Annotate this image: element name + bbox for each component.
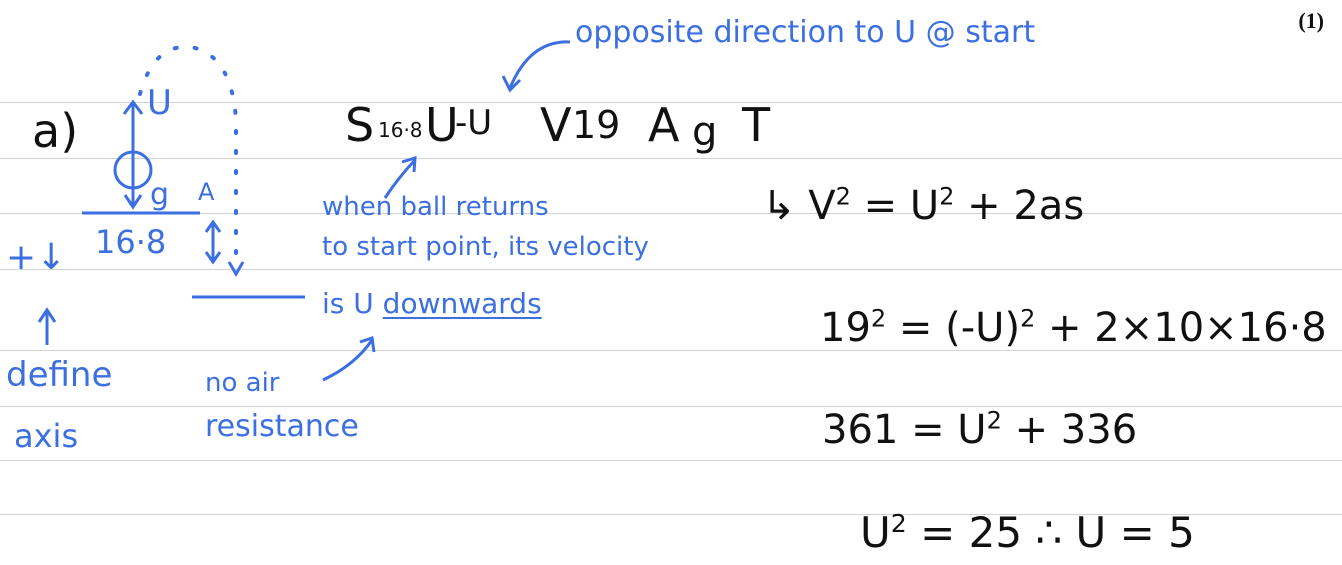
define-axis-line1: define bbox=[6, 355, 113, 395]
eq1-sq2: 2 bbox=[939, 182, 955, 211]
part-label: a) bbox=[32, 104, 79, 158]
ruled-line bbox=[0, 269, 1342, 270]
ruled-line bbox=[0, 460, 1342, 461]
ruled-line bbox=[0, 102, 1342, 103]
eq3-sq: 2 bbox=[986, 406, 1002, 435]
eq2-19: 19 bbox=[820, 305, 871, 351]
ruled-line bbox=[0, 158, 1342, 159]
var-v-value: 19 bbox=[572, 103, 621, 147]
eq3-left: 361 = U bbox=[822, 407, 987, 453]
ruled-line bbox=[0, 406, 1342, 407]
ruled-line bbox=[0, 213, 1342, 214]
var-u: U bbox=[425, 98, 459, 152]
ruled-line bbox=[0, 514, 1342, 515]
marks-label: (1) bbox=[1298, 8, 1324, 33]
no-air-note-line2: resistance bbox=[205, 409, 359, 444]
var-a-value: g bbox=[692, 109, 718, 155]
a-label: A bbox=[198, 178, 215, 206]
define-axis-line2: axis bbox=[14, 417, 79, 455]
eq4-rest: = 25 ∴ U = 5 bbox=[906, 508, 1195, 557]
returns-note-line2: to start point, its velocity bbox=[322, 232, 649, 262]
var-v: V bbox=[540, 98, 572, 152]
eq3-rest: + 336 bbox=[1001, 407, 1138, 453]
eq4-sq: 2 bbox=[890, 509, 907, 538]
var-s-value: 16·8 bbox=[378, 118, 423, 142]
eq1-u: = U bbox=[850, 183, 940, 229]
var-u-value: -U bbox=[455, 103, 493, 143]
eq4-u: U bbox=[860, 508, 891, 557]
eq2-rest: + 2×10×16·8 bbox=[1035, 305, 1327, 351]
equation-3: 361 = U2 + 336 bbox=[822, 406, 1138, 453]
equation-2: 192 = (-U)2 + 2×10×16·8 bbox=[820, 304, 1327, 351]
ruled-line bbox=[0, 350, 1342, 351]
g-label: g bbox=[150, 177, 170, 212]
eq2-sq2: 2 bbox=[1020, 304, 1036, 333]
equation-1: ↳ V2 = U2 + 2as bbox=[762, 182, 1085, 229]
returns-note-text: is U bbox=[322, 287, 383, 320]
opposite-direction-note: opposite direction to U @ start bbox=[575, 15, 1036, 50]
equation-4: U2 = 25 ∴ U = 5 bbox=[860, 509, 1195, 554]
arrow-icon: ↳ bbox=[762, 183, 796, 229]
no-air-note-line1: no air bbox=[205, 368, 280, 398]
var-s: S bbox=[345, 98, 375, 152]
eq2-sq: 2 bbox=[870, 304, 887, 333]
eq1-sq: 2 bbox=[835, 182, 851, 211]
eq1-rest: + 2as bbox=[954, 183, 1085, 229]
eq1-v: V bbox=[808, 183, 836, 229]
eq2-u: = (-U) bbox=[886, 305, 1021, 351]
var-t: T bbox=[742, 98, 771, 152]
axis-direction-label: +↓ bbox=[6, 237, 67, 278]
downwards-word: downwards bbox=[382, 287, 542, 320]
returns-note-line3: is U downwards bbox=[322, 290, 542, 318]
var-a: A bbox=[648, 98, 680, 152]
returns-note-line1: when ball returns bbox=[322, 192, 549, 222]
u-label: U bbox=[147, 83, 172, 123]
height-label: 16·8 bbox=[95, 223, 167, 261]
